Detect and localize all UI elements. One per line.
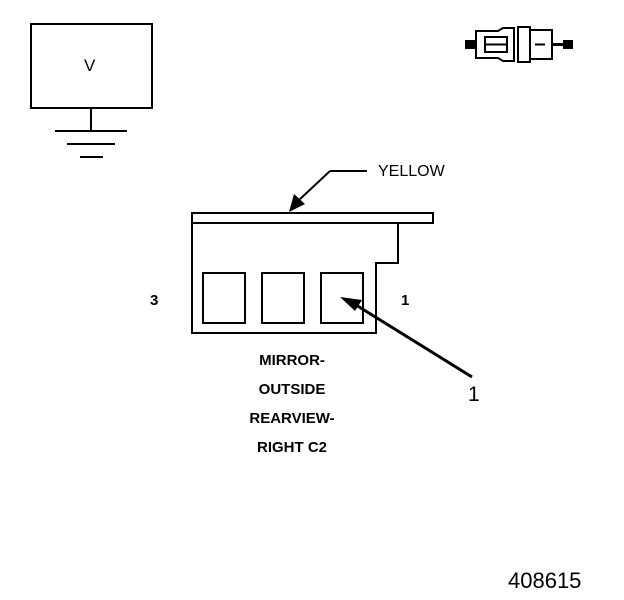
- callout-number: 1: [468, 383, 480, 406]
- connector-name-line: REARVIEW-: [249, 410, 335, 427]
- ground-symbol-icon: [55, 108, 127, 158]
- wire-color-leader: [289, 170, 367, 212]
- pin-number-left: 3: [150, 292, 159, 309]
- terminal-cavity-3: [202, 272, 246, 324]
- figure-number: 408615: [508, 568, 582, 593]
- terminal-cavity-1: [320, 272, 364, 324]
- arrow-icon: [340, 297, 473, 379]
- connector-plug-icon: [465, 26, 573, 63]
- terminal-cavity-2: [261, 272, 305, 324]
- connector-name: MIRROR- OUTSIDE REARVIEW- RIGHT C2: [232, 346, 352, 462]
- wire-color-label: YELLOW: [378, 163, 445, 180]
- connector-face: [191, 212, 434, 334]
- connector-name-line: RIGHT C2: [256, 439, 327, 456]
- pin-number-right: 1: [401, 292, 410, 309]
- connector-name-line: MIRROR-: [259, 352, 325, 369]
- connector-name-line: OUTSIDE: [258, 381, 326, 398]
- voltmeter-label: V: [84, 56, 96, 75]
